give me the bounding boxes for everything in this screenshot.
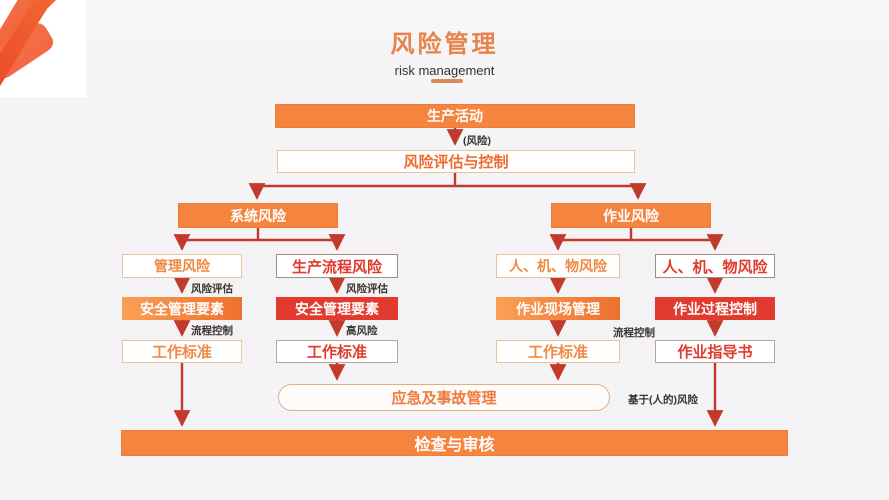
node-operation-risk: 作业风险 [551,203,711,228]
node-site-management: 作业现场管理 [496,297,620,320]
node-man-machine-material-risk-2: 人、机、物风险 [655,254,775,278]
node-inspection-audit: 检查与审核 [121,430,788,456]
node-safety-management-elements-1: 安全管理要素 [122,297,242,320]
node-emergency-management: 应急及事故管理 [278,384,610,411]
label-risk-evaluation-1: 风险评估 [191,283,233,295]
node-risk-assessment-control: 风险评估与控制 [277,150,635,173]
node-production-activity: 生产活动 [275,104,635,128]
node-work-instruction: 作业指导书 [655,340,775,363]
node-system-risk: 系统风险 [178,203,338,228]
node-production-process-risk: 生产流程风险 [276,254,398,278]
logo [0,0,86,97]
node-man-machine-material-risk-1: 人、机、物风险 [496,254,620,278]
label-process-control-2: 流程控制 [613,327,655,339]
node-safety-management-elements-2: 安全管理要素 [276,297,398,320]
node-work-standard-2: 工作标准 [276,340,398,363]
header: 风险管理 risk management [0,24,889,78]
node-process-control: 作业过程控制 [655,297,775,320]
node-management-risk: 管理风险 [122,254,242,278]
page-subtitle: risk management [394,63,495,78]
page-title: 风险管理 [390,31,499,58]
title-underline [431,79,463,83]
ribbon-logo-icon [0,0,56,87]
label-human-based-risk: 基于(人的)风险 [628,394,698,406]
node-work-standard-3: 工作标准 [496,340,620,363]
label-process-control-1: 流程控制 [191,325,233,337]
label-risk-evaluation-2: 风险评估 [346,283,388,295]
label-risk-note: (风险) [463,135,491,147]
node-work-standard-1: 工作标准 [122,340,242,363]
label-high-risk: 高风险 [346,325,378,337]
